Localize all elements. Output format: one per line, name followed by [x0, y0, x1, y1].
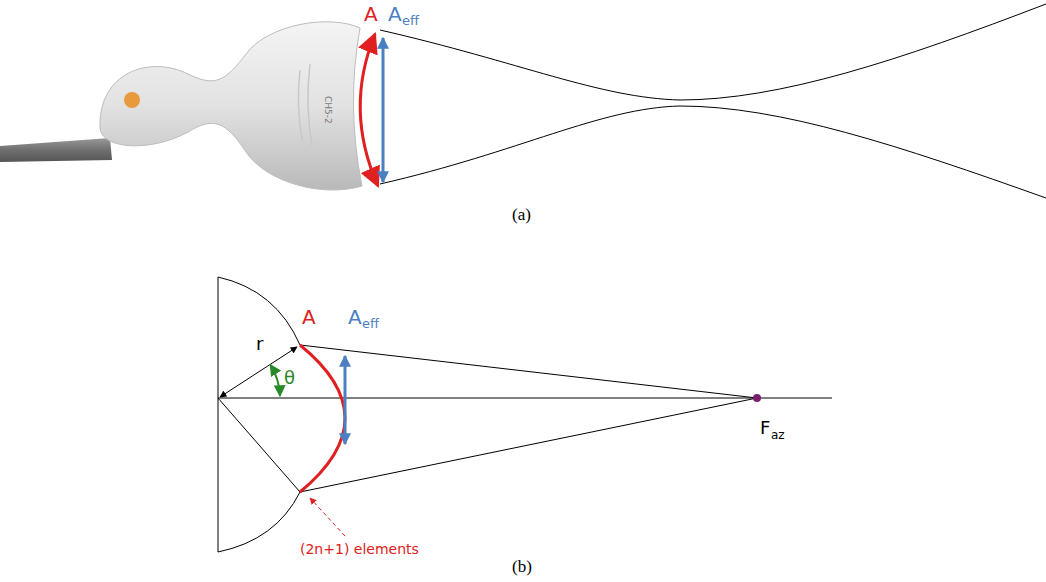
beam-outline [380, 4, 1046, 198]
effective-aperture-label: A [348, 306, 362, 328]
geometry-lines [218, 345, 832, 492]
array-outline [218, 277, 300, 552]
probe-model: CH5-2 [322, 96, 332, 124]
aperture-arc [300, 345, 345, 492]
panel-label: (b) [512, 558, 532, 577]
aperture-label: A [364, 3, 378, 25]
aperture-arc [360, 34, 378, 186]
effective-aperture-arrow [344, 356, 347, 444]
subscript: eff [362, 317, 379, 331]
probe-drawing [0, 22, 362, 190]
focus-point [753, 394, 761, 402]
effective-aperture-label: A [388, 3, 402, 25]
element-count-label: (2n+1) elements [300, 542, 419, 557]
leader-line [310, 498, 345, 536]
focus-label: F [760, 418, 770, 438]
subscript: az [771, 429, 785, 442]
angle-arc [270, 365, 280, 396]
panel-label: (a) [512, 206, 531, 225]
effective-aperture-arrow [382, 38, 385, 182]
angle-label: θ [284, 368, 295, 388]
subscript: eff [402, 14, 419, 28]
aperture-label: A [302, 306, 316, 328]
radius-label: r [256, 334, 263, 354]
